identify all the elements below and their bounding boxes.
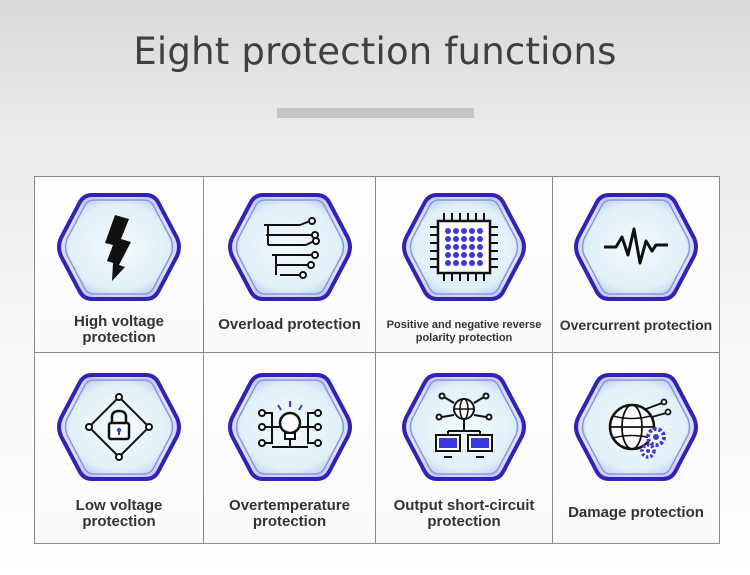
- feature-damage: Damage protection: [553, 353, 720, 544]
- hex-badge: [401, 191, 527, 303]
- padlock-icon: [85, 393, 153, 461]
- feature-overcurrent: Overcurrent protection: [553, 177, 720, 353]
- hex-badge: [56, 371, 182, 483]
- feature-label: Overcurrent protection: [559, 317, 713, 333]
- hex-badge: [401, 371, 527, 483]
- feature-label: Damage protection: [568, 504, 704, 521]
- hex-badge: [573, 371, 699, 483]
- waveform-icon: [604, 227, 668, 265]
- title-underline: [277, 108, 474, 118]
- page-title: Eight protection functions: [133, 30, 617, 73]
- microchip-icon: [430, 213, 498, 281]
- hex-badge: [573, 191, 699, 303]
- feature-label: Overload protection: [218, 316, 361, 333]
- bulb-circuit-icon: [257, 401, 322, 448]
- feature-overload: Overload protection: [204, 177, 376, 353]
- network-globe-icon: [435, 392, 493, 458]
- hex-badge: [227, 371, 353, 483]
- hex-badge: [227, 191, 353, 303]
- lightning-bolt-icon: [105, 215, 131, 281]
- circuit-traces-icon: [263, 217, 320, 279]
- hex-badge: [56, 191, 182, 303]
- globe-gears-icon: [608, 398, 672, 459]
